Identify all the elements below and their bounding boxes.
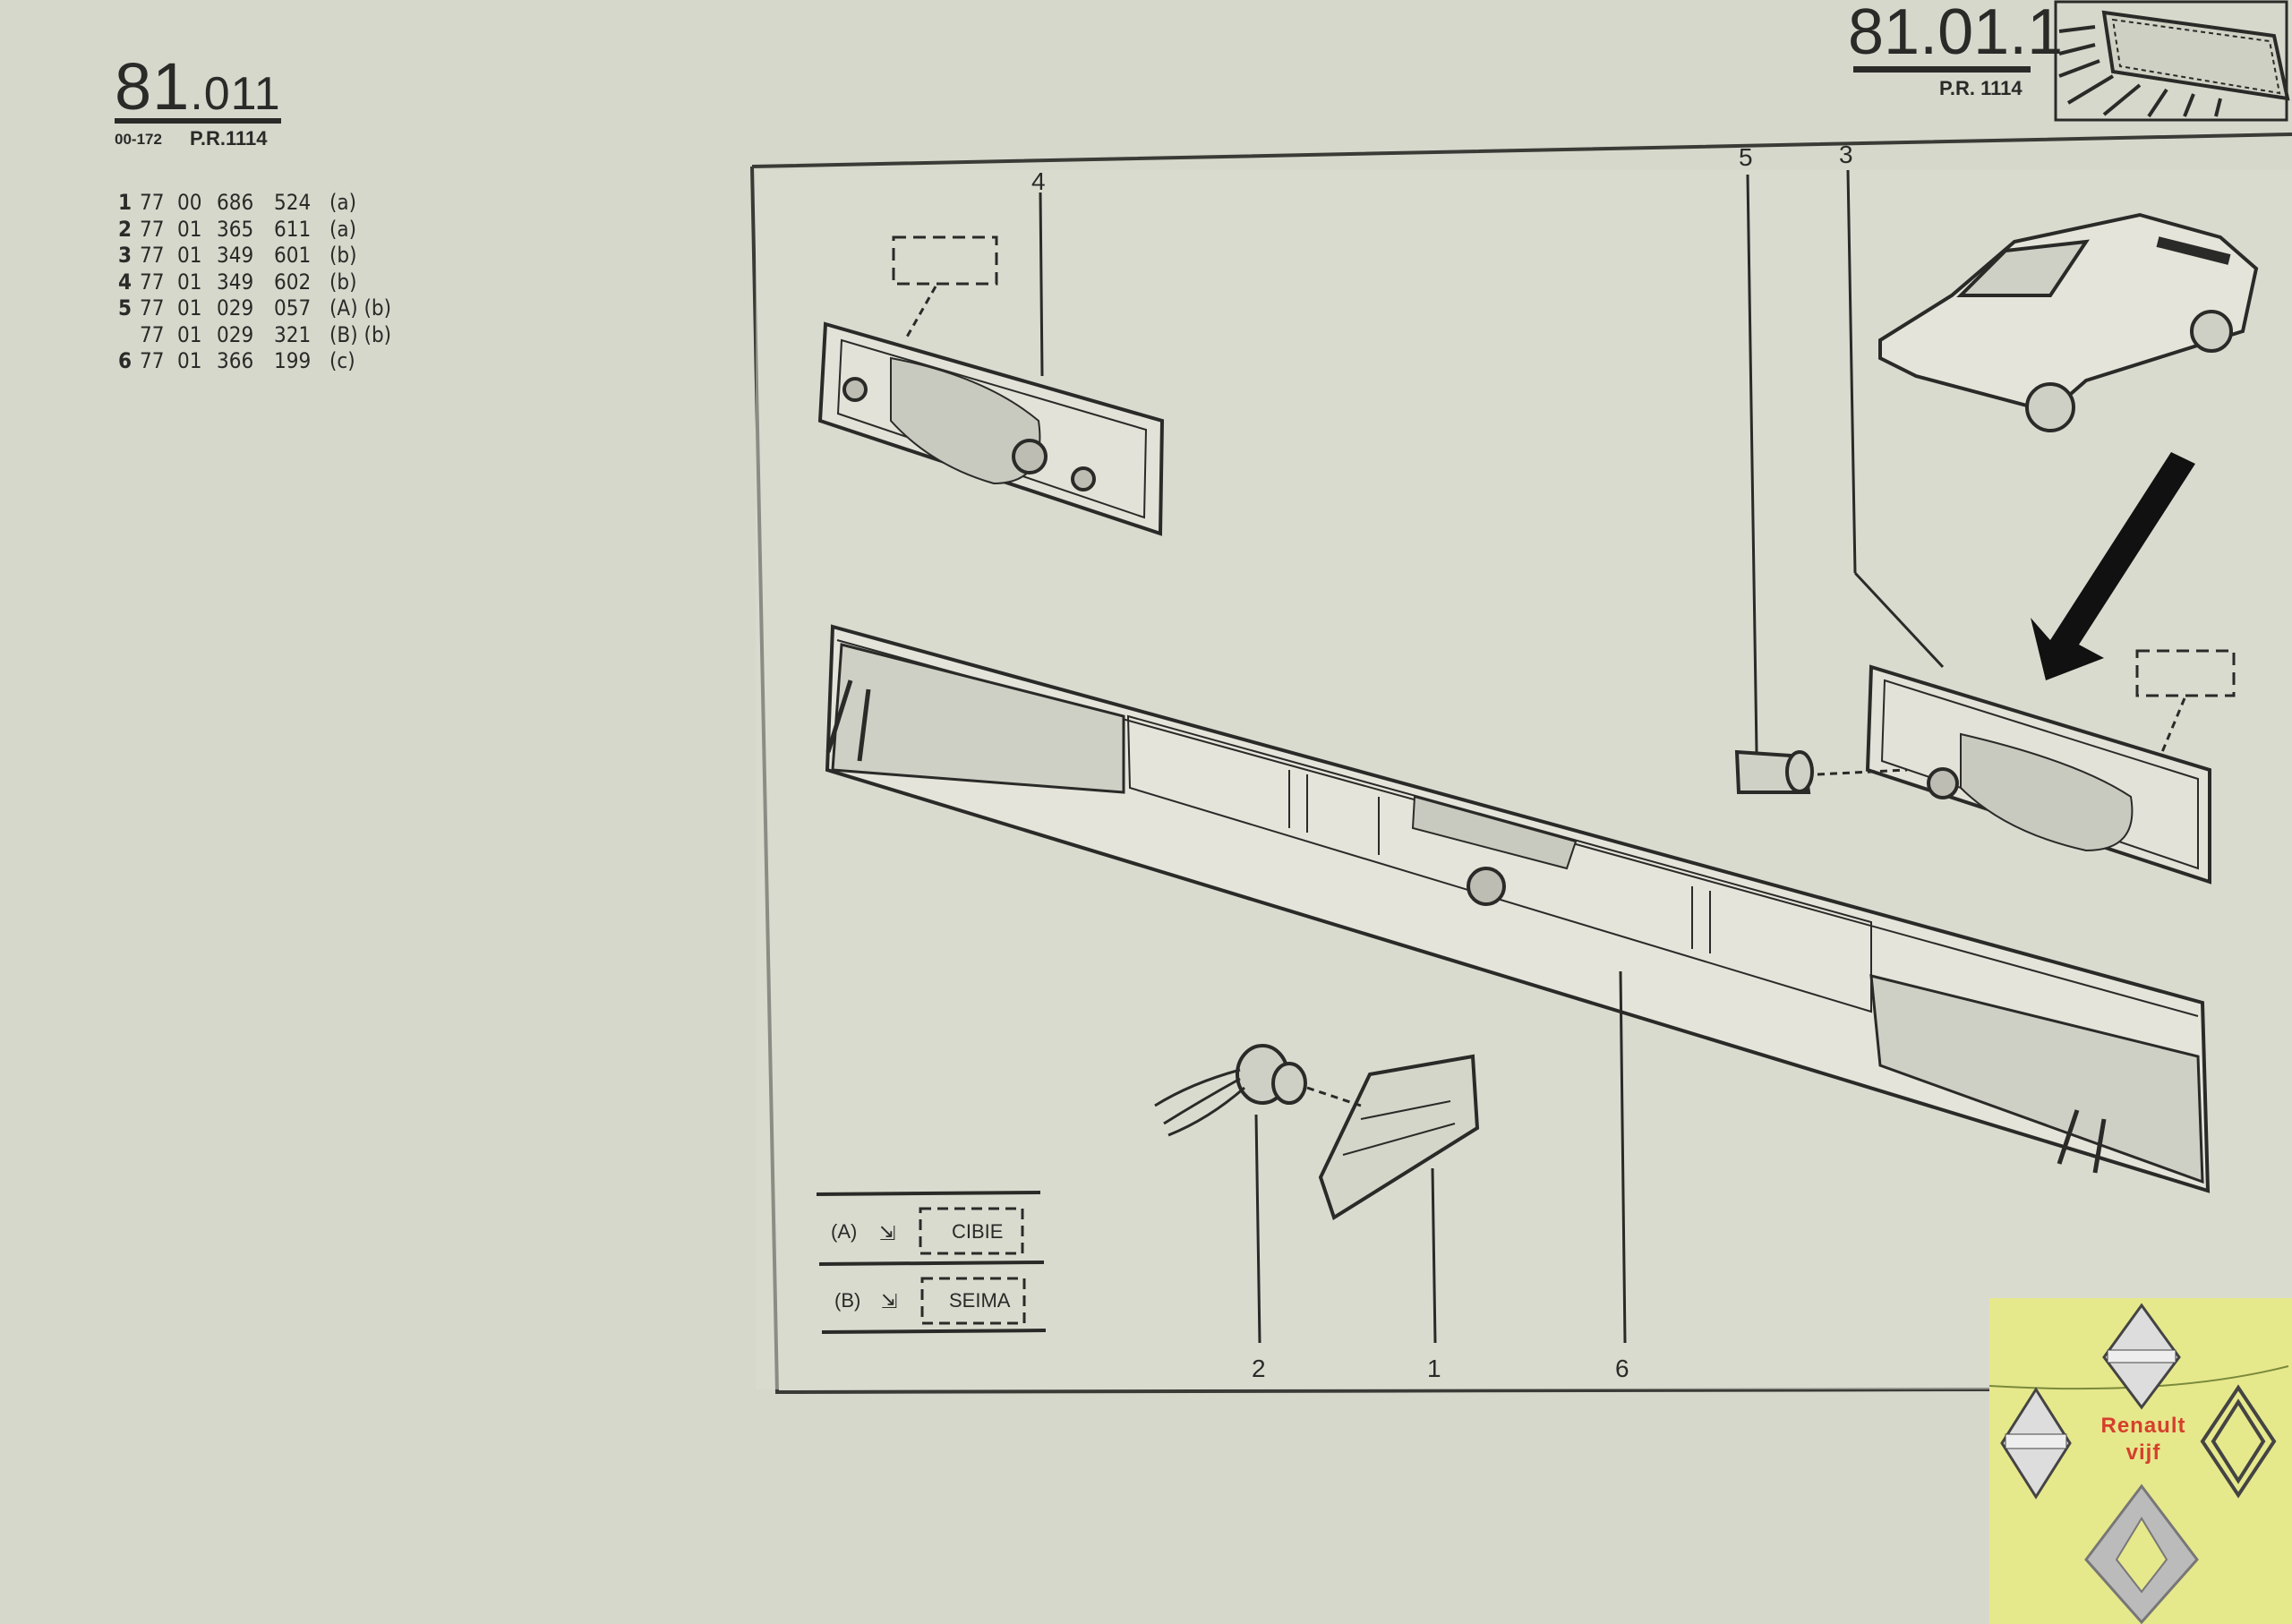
part-index: 4 <box>118 269 133 295</box>
callout-1: 1 <box>1427 1355 1441 1382</box>
rear-lamp-part-3 <box>1865 649 2236 885</box>
part-index: 2 <box>118 216 133 242</box>
section-main: 81 <box>115 49 191 124</box>
part-group: 057 <box>274 295 312 321</box>
part-group: 366 <box>217 348 254 373</box>
part-group: 77 <box>140 269 165 295</box>
parts-row: 77 01 029 321 (B) (b) <box>118 322 391 349</box>
car-location-illustration <box>1878 212 2259 432</box>
part-group: 199 <box>274 348 312 373</box>
renault-modern-logo <box>2084 1483 2199 1624</box>
part-note: (A) (b) <box>329 295 392 321</box>
side-marker-lamp-icon <box>2054 0 2290 122</box>
arrow-icon: ⇲ <box>881 1290 897 1312</box>
part-group: 601 <box>274 243 312 268</box>
part-group: 349 <box>217 243 254 268</box>
part-group: 01 <box>177 243 202 268</box>
parts-row: 3 77 01 349 601 (b) <box>118 243 391 269</box>
part-note: (B) (b) <box>329 321 392 347</box>
section-number: 81.011 <box>115 54 281 120</box>
renault-diamond-logo <box>2000 1387 2072 1500</box>
part-group: 01 <box>177 269 202 295</box>
rear-lamp-part-4 <box>817 235 1165 536</box>
arrow-icon: ⇲ <box>879 1222 895 1244</box>
callout-5: 5 <box>1739 143 1753 171</box>
part-group: 365 <box>217 216 254 242</box>
part-group: 602 <box>274 269 312 295</box>
watermark-text: Renault vijf <box>2072 1413 2215 1466</box>
part-note: (a) <box>329 190 357 215</box>
leader-lines <box>1039 169 1945 1344</box>
part-group: 77 <box>140 216 165 242</box>
callout-2: 2 <box>1252 1355 1266 1382</box>
bulb-socket-part-2 <box>1154 1044 1362 1137</box>
part-group: 321 <box>274 321 312 347</box>
part-group: 01 <box>177 348 202 373</box>
part-group: 77 <box>140 321 165 347</box>
parts-row: 5 77 01 029 057 (A) (b) <box>118 295 391 322</box>
part-note: (b) <box>329 269 357 295</box>
part-group: 01 <box>177 216 202 242</box>
part-note: (a) <box>329 216 357 242</box>
legend-brand-seima: SEIMA <box>949 1289 1011 1312</box>
section-sub: .011 <box>190 68 281 120</box>
section-number-right: 81.01.1 <box>1848 0 2064 68</box>
part-group: 77 <box>140 243 165 268</box>
header-underline <box>115 118 281 124</box>
callout-3: 3 <box>1839 141 1853 168</box>
part-index: 6 <box>118 348 133 373</box>
location-arrow-icon <box>2031 452 2195 680</box>
parts-row: 1 77 00 686 524 (a) <box>118 190 391 217</box>
part-group: 00 <box>177 190 202 215</box>
page-code: 00-172 <box>115 131 162 148</box>
part-group: 029 <box>217 321 254 347</box>
header-right-underline <box>1853 66 2031 73</box>
watermark-line1: Renault <box>2100 1414 2186 1438</box>
legend-brand-cibie: CIBIE <box>952 1220 1003 1243</box>
renault-stripes-logo <box>2200 1384 2277 1499</box>
brand-legend: (A) ⇲ CIBIE (B) ⇲ SEIMA <box>816 1191 1047 1334</box>
part-group: 77 <box>140 190 165 215</box>
part-group: 029 <box>217 295 254 321</box>
part-index: 3 <box>118 243 133 268</box>
parts-row: 4 77 01 349 602 (b) <box>118 269 391 296</box>
part-index: 5 <box>118 295 133 321</box>
part-group: 686 <box>217 190 254 215</box>
part-note: (b) <box>329 243 357 268</box>
parts-row: 2 77 01 365 611 (a) <box>118 217 391 244</box>
renault-logos <box>1989 1303 2289 1624</box>
parts-row: 6 77 01 366 199 (c) <box>118 348 391 375</box>
legend-key-a: (A) <box>831 1220 857 1243</box>
part-group: 01 <box>177 295 202 321</box>
bulb-holder-part-5 <box>1734 749 1908 794</box>
part-group: 611 <box>274 216 312 242</box>
watermark-logo-panel: Renault vijf <box>1989 1298 2292 1624</box>
part-index: 1 <box>118 190 133 215</box>
pr-number: P.R.1114 <box>190 127 268 150</box>
side-marker-part-1 <box>1318 1054 1480 1221</box>
callout-6: 6 <box>1615 1355 1629 1382</box>
watermark-line2: vijf <box>2125 1440 2161 1465</box>
rear-light-bar-part-6 <box>825 624 2211 1193</box>
part-group: 01 <box>177 321 202 347</box>
pr-number-right: P.R. 1114 <box>1939 77 2023 99</box>
legend-key-b: (B) <box>834 1289 860 1312</box>
part-group: 524 <box>274 190 312 215</box>
part-group: 77 <box>140 295 165 321</box>
part-group: 349 <box>217 269 254 295</box>
callout-4: 4 <box>1031 167 1046 195</box>
part-note: (c) <box>329 348 355 373</box>
renault-diamond-logo <box>2102 1303 2181 1410</box>
part-group: 77 <box>140 348 165 373</box>
